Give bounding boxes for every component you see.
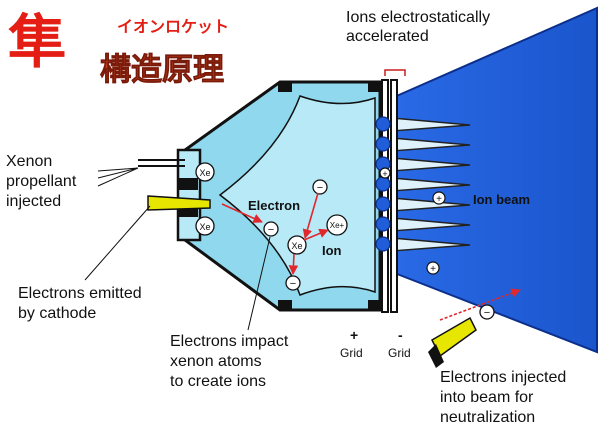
svg-text:Xe: Xe	[199, 168, 210, 178]
impact-label: Electrons impact	[170, 333, 289, 350]
ions-accelerated-label-2: accelerated	[346, 28, 429, 45]
impact-leader	[247, 236, 271, 331]
neutralizer-tip	[428, 344, 444, 368]
header-subtitle: イオンロケット	[117, 17, 229, 36]
svg-text:−: −	[317, 182, 323, 194]
xe-atom: Xe	[195, 216, 215, 236]
svg-text:+: +	[382, 169, 387, 179]
header-title: 構造原理	[100, 52, 224, 88]
grid-plus-label: Grid	[340, 346, 363, 360]
cathode-label: Electrons emitted	[18, 285, 142, 302]
neutralization-label: Electrons injected	[440, 369, 566, 386]
magnet-top-right	[368, 82, 380, 92]
negative-grid	[390, 79, 398, 313]
xenon-feed-pipe	[138, 159, 185, 167]
svg-text:Xe+: Xe+	[330, 221, 345, 230]
impact-label-3: to create ions	[170, 373, 266, 390]
cathode-leader	[84, 205, 151, 281]
grid-knobs	[375, 116, 391, 252]
electron-particle: −	[285, 275, 301, 291]
positive-grid	[381, 79, 389, 313]
svg-text:−: −	[268, 224, 274, 236]
ion-particle: +	[379, 167, 391, 179]
grid-bracket	[384, 69, 406, 76]
magnet-bottom	[278, 300, 292, 310]
xenon-label-2: propellant	[6, 173, 77, 190]
xenon-leader	[97, 167, 139, 187]
neutralization-label-3: neutralization	[440, 409, 535, 426]
impact-label-2: xenon atoms	[170, 353, 262, 370]
plasma-region	[218, 95, 376, 296]
svg-text:Xe: Xe	[199, 222, 210, 232]
magnet-bottom-right	[368, 300, 380, 310]
svg-text:−: −	[484, 307, 490, 319]
electron-particle: −	[263, 221, 279, 237]
ion-particle: +	[426, 261, 440, 275]
cathode-housing	[176, 148, 202, 242]
cathode-rod	[147, 195, 211, 211]
header-kanji: 隼	[8, 8, 66, 76]
process-arrows	[221, 192, 521, 321]
magnet-top	[278, 82, 292, 92]
grid-minus-label: Grid	[388, 346, 411, 360]
xe-ion: Xe+	[326, 214, 348, 236]
electron-particle: −	[312, 179, 328, 195]
ion-particle: +	[432, 191, 446, 205]
electron-label: Electron	[248, 198, 300, 213]
svg-text:+: +	[436, 194, 442, 205]
ion-beam-label: Ion beam	[473, 192, 530, 207]
xenon-label-3: injected	[6, 193, 61, 210]
xe-atom: Xe	[287, 235, 307, 255]
svg-text:−: −	[290, 278, 296, 290]
cathode-label-2: by cathode	[18, 305, 96, 322]
neutralization-label-2: into beam for	[440, 389, 534, 406]
grid-minus-sign: -	[398, 327, 403, 343]
ions-accelerated-label: Ions electrostatically	[346, 9, 490, 26]
svg-text:Xe: Xe	[291, 241, 302, 251]
cathode-block-top	[178, 178, 198, 190]
svg-text:+: +	[430, 264, 436, 275]
ion-label: Ion	[322, 243, 342, 258]
neutralizer-electron: −	[479, 304, 495, 320]
xe-atom: Xe	[195, 162, 215, 182]
xenon-label: Xenon	[6, 153, 52, 170]
grid-plus-sign: +	[350, 327, 358, 343]
